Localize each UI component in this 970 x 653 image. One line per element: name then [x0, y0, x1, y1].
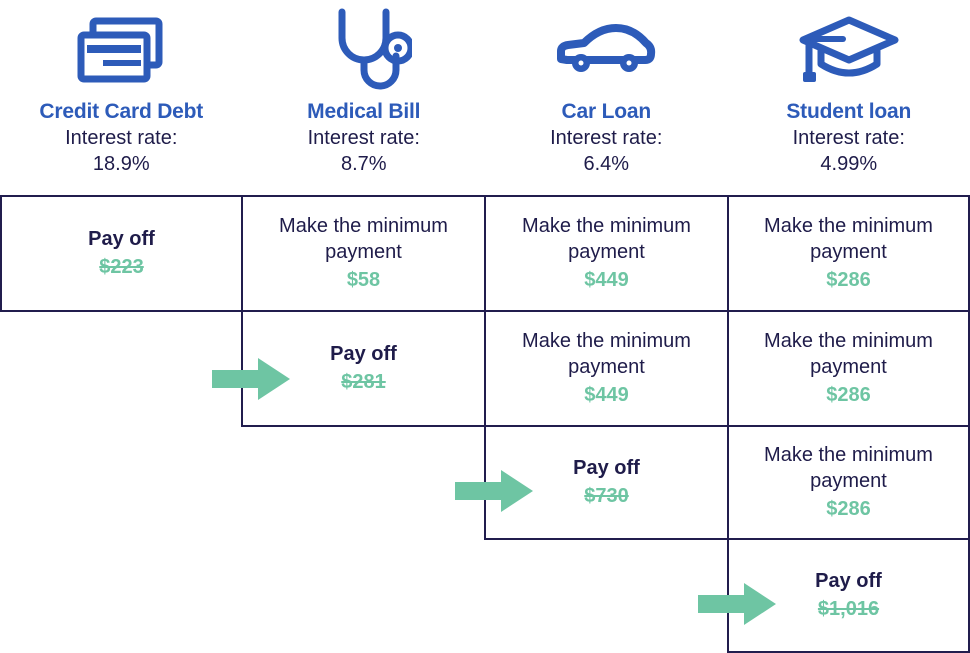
plan-cell-amount: $449	[584, 384, 629, 407]
plan-cell-amount: $223	[99, 256, 144, 279]
plan-cell-action: Pay off	[815, 569, 882, 592]
plan-cell-r2c4: Make the minimum payment $286	[727, 310, 970, 427]
plan-cell-amount: $449	[584, 269, 629, 292]
debt-title: Credit Card Debt	[39, 100, 204, 123]
plan-cell-r1c4: Make the minimum payment $286	[727, 195, 970, 312]
stethoscope-icon	[316, 0, 412, 100]
plan-cell-amount: $58	[346, 269, 381, 292]
debt-header-car-loan: Car Loan Interest rate: 6.4%	[485, 0, 728, 195]
plan-cell-action: Pay off	[88, 227, 155, 250]
debt-title: Student loan	[786, 100, 912, 123]
plan-cell-amount: $286	[826, 498, 871, 521]
interest-rate-label: Interest rate:	[792, 126, 905, 149]
interest-rate-label: Interest rate:	[307, 126, 420, 149]
payment-plan-grid: Pay off $223 Make the minimum payment $5…	[0, 195, 970, 653]
interest-rate-value: 18.9%	[92, 153, 150, 176]
debt-title: Medical Bill	[307, 100, 421, 123]
plan-cell-action: Make the minimum payment	[279, 214, 448, 263]
plan-cell-r1c1: Pay off $223	[0, 195, 243, 312]
interest-rate-label: Interest rate:	[65, 126, 178, 149]
plan-cell-r1c2: Make the minimum payment $58	[241, 195, 486, 312]
plan-cell-amount: $1,016	[817, 598, 880, 621]
plan-cell-r3c4: Make the minimum payment $286	[727, 425, 970, 540]
interest-rate-value: 4.99%	[820, 153, 878, 176]
plan-cell-r1c3: Make the minimum payment $449	[484, 195, 729, 312]
arrow-to-student-loan-payoff	[698, 582, 776, 626]
interest-rate-value: 8.7%	[340, 153, 387, 176]
plan-cell-action: Make the minimum payment	[522, 329, 691, 378]
plan-cell-action: Make the minimum payment	[764, 443, 933, 492]
plan-cell-action: Pay off	[573, 456, 640, 479]
plan-cell-action: Make the minimum payment	[522, 214, 691, 263]
interest-rate-label: Interest rate:	[550, 126, 663, 149]
plan-cell-amount: $281	[341, 371, 386, 394]
plan-cell-amount: $730	[584, 485, 629, 508]
debt-title: Car Loan	[561, 100, 652, 123]
credit-card-icon	[73, 0, 169, 100]
debt-header-credit-card: Credit Card Debt Interest rate: 18.9%	[0, 0, 243, 195]
debt-header-student-loan: Student loan Interest rate: 4.99%	[728, 0, 970, 195]
arrow-to-medical-bill-payoff	[212, 357, 290, 401]
car-icon	[551, 0, 661, 100]
debt-header-medical-bill: Medical Bill Interest rate: 8.7%	[243, 0, 486, 195]
debt-header-row: Credit Card Debt Interest rate: 18.9% Me…	[0, 0, 970, 195]
arrow-to-car-loan-payoff	[455, 469, 533, 513]
graduation-cap-icon	[797, 0, 901, 100]
plan-cell-action: Pay off	[330, 342, 397, 365]
plan-cell-amount: $286	[826, 384, 871, 407]
plan-cell-action: Make the minimum payment	[764, 329, 933, 378]
plan-cell-r2c3: Make the minimum payment $449	[484, 310, 729, 427]
plan-cell-amount: $286	[826, 269, 871, 292]
plan-cell-action: Make the minimum payment	[764, 214, 933, 263]
interest-rate-value: 6.4%	[583, 153, 630, 176]
